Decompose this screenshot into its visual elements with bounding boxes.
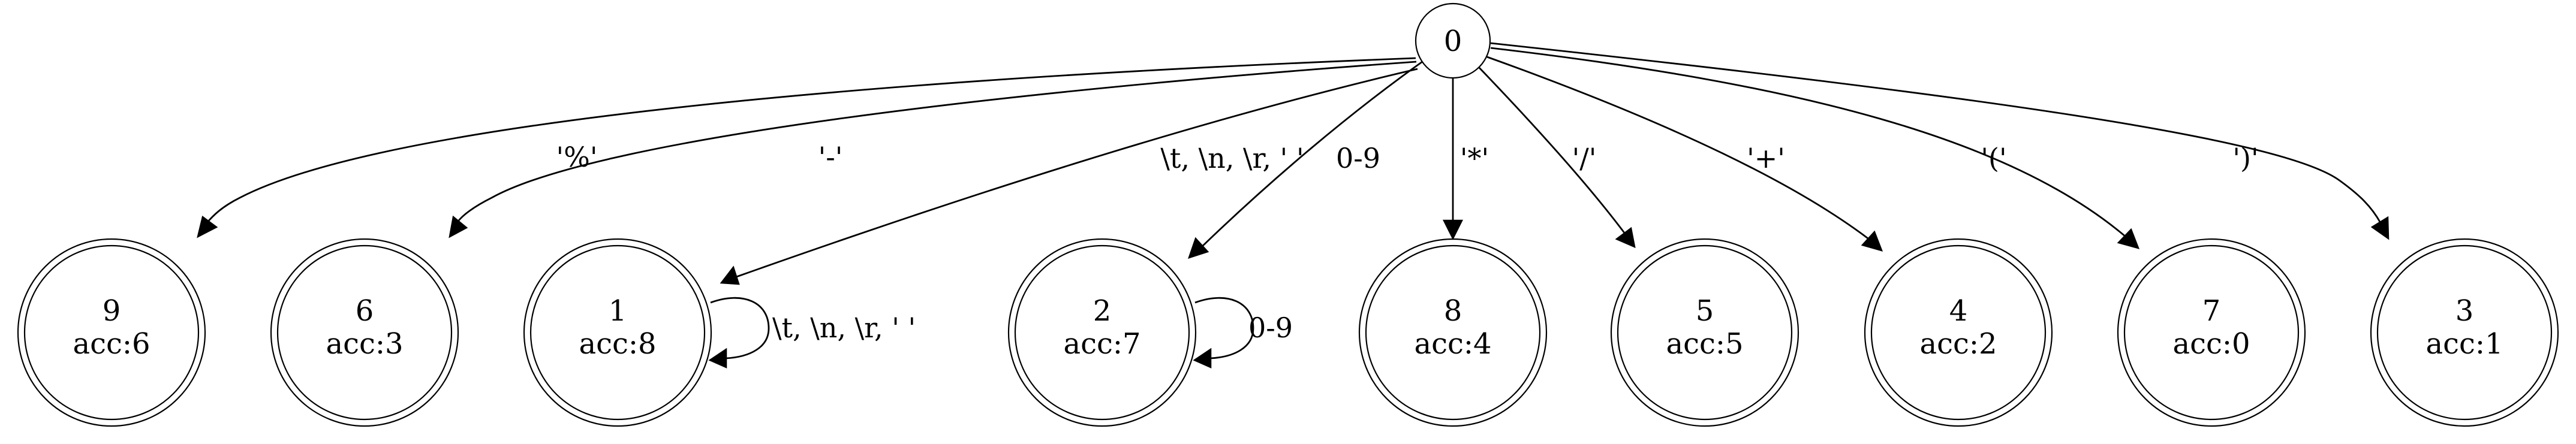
edge-0-to-5: '/' (1477, 67, 1636, 249)
state-8: 8 acc:4 (1358, 238, 1548, 427)
edge-0-to-3: ')' (1490, 42, 2390, 240)
edge-0-to-9: '%' (197, 57, 1416, 238)
edge-2-2-label: 0-9 (1248, 312, 1293, 344)
state-6-acc: acc:3 (326, 327, 403, 361)
state-1-acc: acc:8 (579, 327, 656, 361)
edge-0-to-1: \t, \n, \r, ' ' (720, 68, 1418, 285)
edge-1-self-loop: \t, \n, \r, ' ' (708, 297, 916, 369)
edge-2-self-loop: 0-9 (1193, 297, 1293, 369)
state-3-acc: acc:1 (2425, 327, 2503, 361)
edge-0-9-label: '%' (556, 141, 598, 173)
state-4-label: 4 (1949, 294, 1968, 328)
edge-0-3-label: ')' (2232, 142, 2258, 174)
state-0-label: 0 (1444, 25, 1462, 58)
edge-0-6-label: '-' (818, 141, 843, 173)
state-8-acc: acc:4 (1414, 327, 1491, 361)
state-2-acc: acc:7 (1063, 327, 1140, 361)
edge-0-to-2: 0-9 (1188, 61, 1423, 259)
edge-0-8-label: '*' (1460, 142, 1489, 174)
edge-0-to-6: '-' (449, 61, 1417, 238)
state-7-label: 7 (2202, 294, 2221, 328)
edge-0-5-label: '/' (1572, 142, 1597, 174)
edge-0-1-label: \t, \n, \r, ' ' (1160, 142, 1304, 174)
state-3-label: 3 (2455, 294, 2474, 328)
state-9-label: 9 (103, 294, 121, 328)
state-4: 4 acc:2 (1864, 238, 2053, 427)
state-0: 0 (1415, 2, 1491, 79)
state-5-label: 5 (1696, 294, 1714, 328)
state-2-label: 2 (1093, 294, 1112, 328)
edge-1-1-label: \t, \n, \r, ' ' (772, 312, 916, 344)
edge-0-4-label: '+' (1747, 142, 1785, 174)
state-5-acc: acc:5 (1666, 327, 1743, 361)
state-6: 6 acc:3 (270, 238, 459, 427)
state-9-acc: acc:6 (73, 327, 150, 361)
edge-0-to-4: '+' (1486, 56, 1883, 252)
state-5: 5 acc:5 (1610, 238, 1799, 427)
edge-0-2-label: 0-9 (1336, 142, 1380, 174)
edge-0-7-label: '(' (1981, 142, 2006, 174)
state-4-acc: acc:2 (1919, 327, 1997, 361)
state-6-label: 6 (356, 294, 374, 328)
state-2: 2 acc:7 (1007, 238, 1197, 427)
state-3: 3 acc:1 (2370, 238, 2559, 427)
state-1: 1 acc:8 (523, 238, 712, 427)
state-9: 9 acc:6 (17, 238, 206, 427)
state-1-label: 1 (609, 294, 627, 328)
state-7-acc: acc:0 (2172, 327, 2250, 361)
edge-0-to-8: '*' (1442, 78, 1489, 240)
state-7: 7 acc:0 (2117, 238, 2306, 427)
state-8-label: 8 (1444, 294, 1462, 328)
edge-0-to-7: '(' (1490, 47, 2140, 249)
